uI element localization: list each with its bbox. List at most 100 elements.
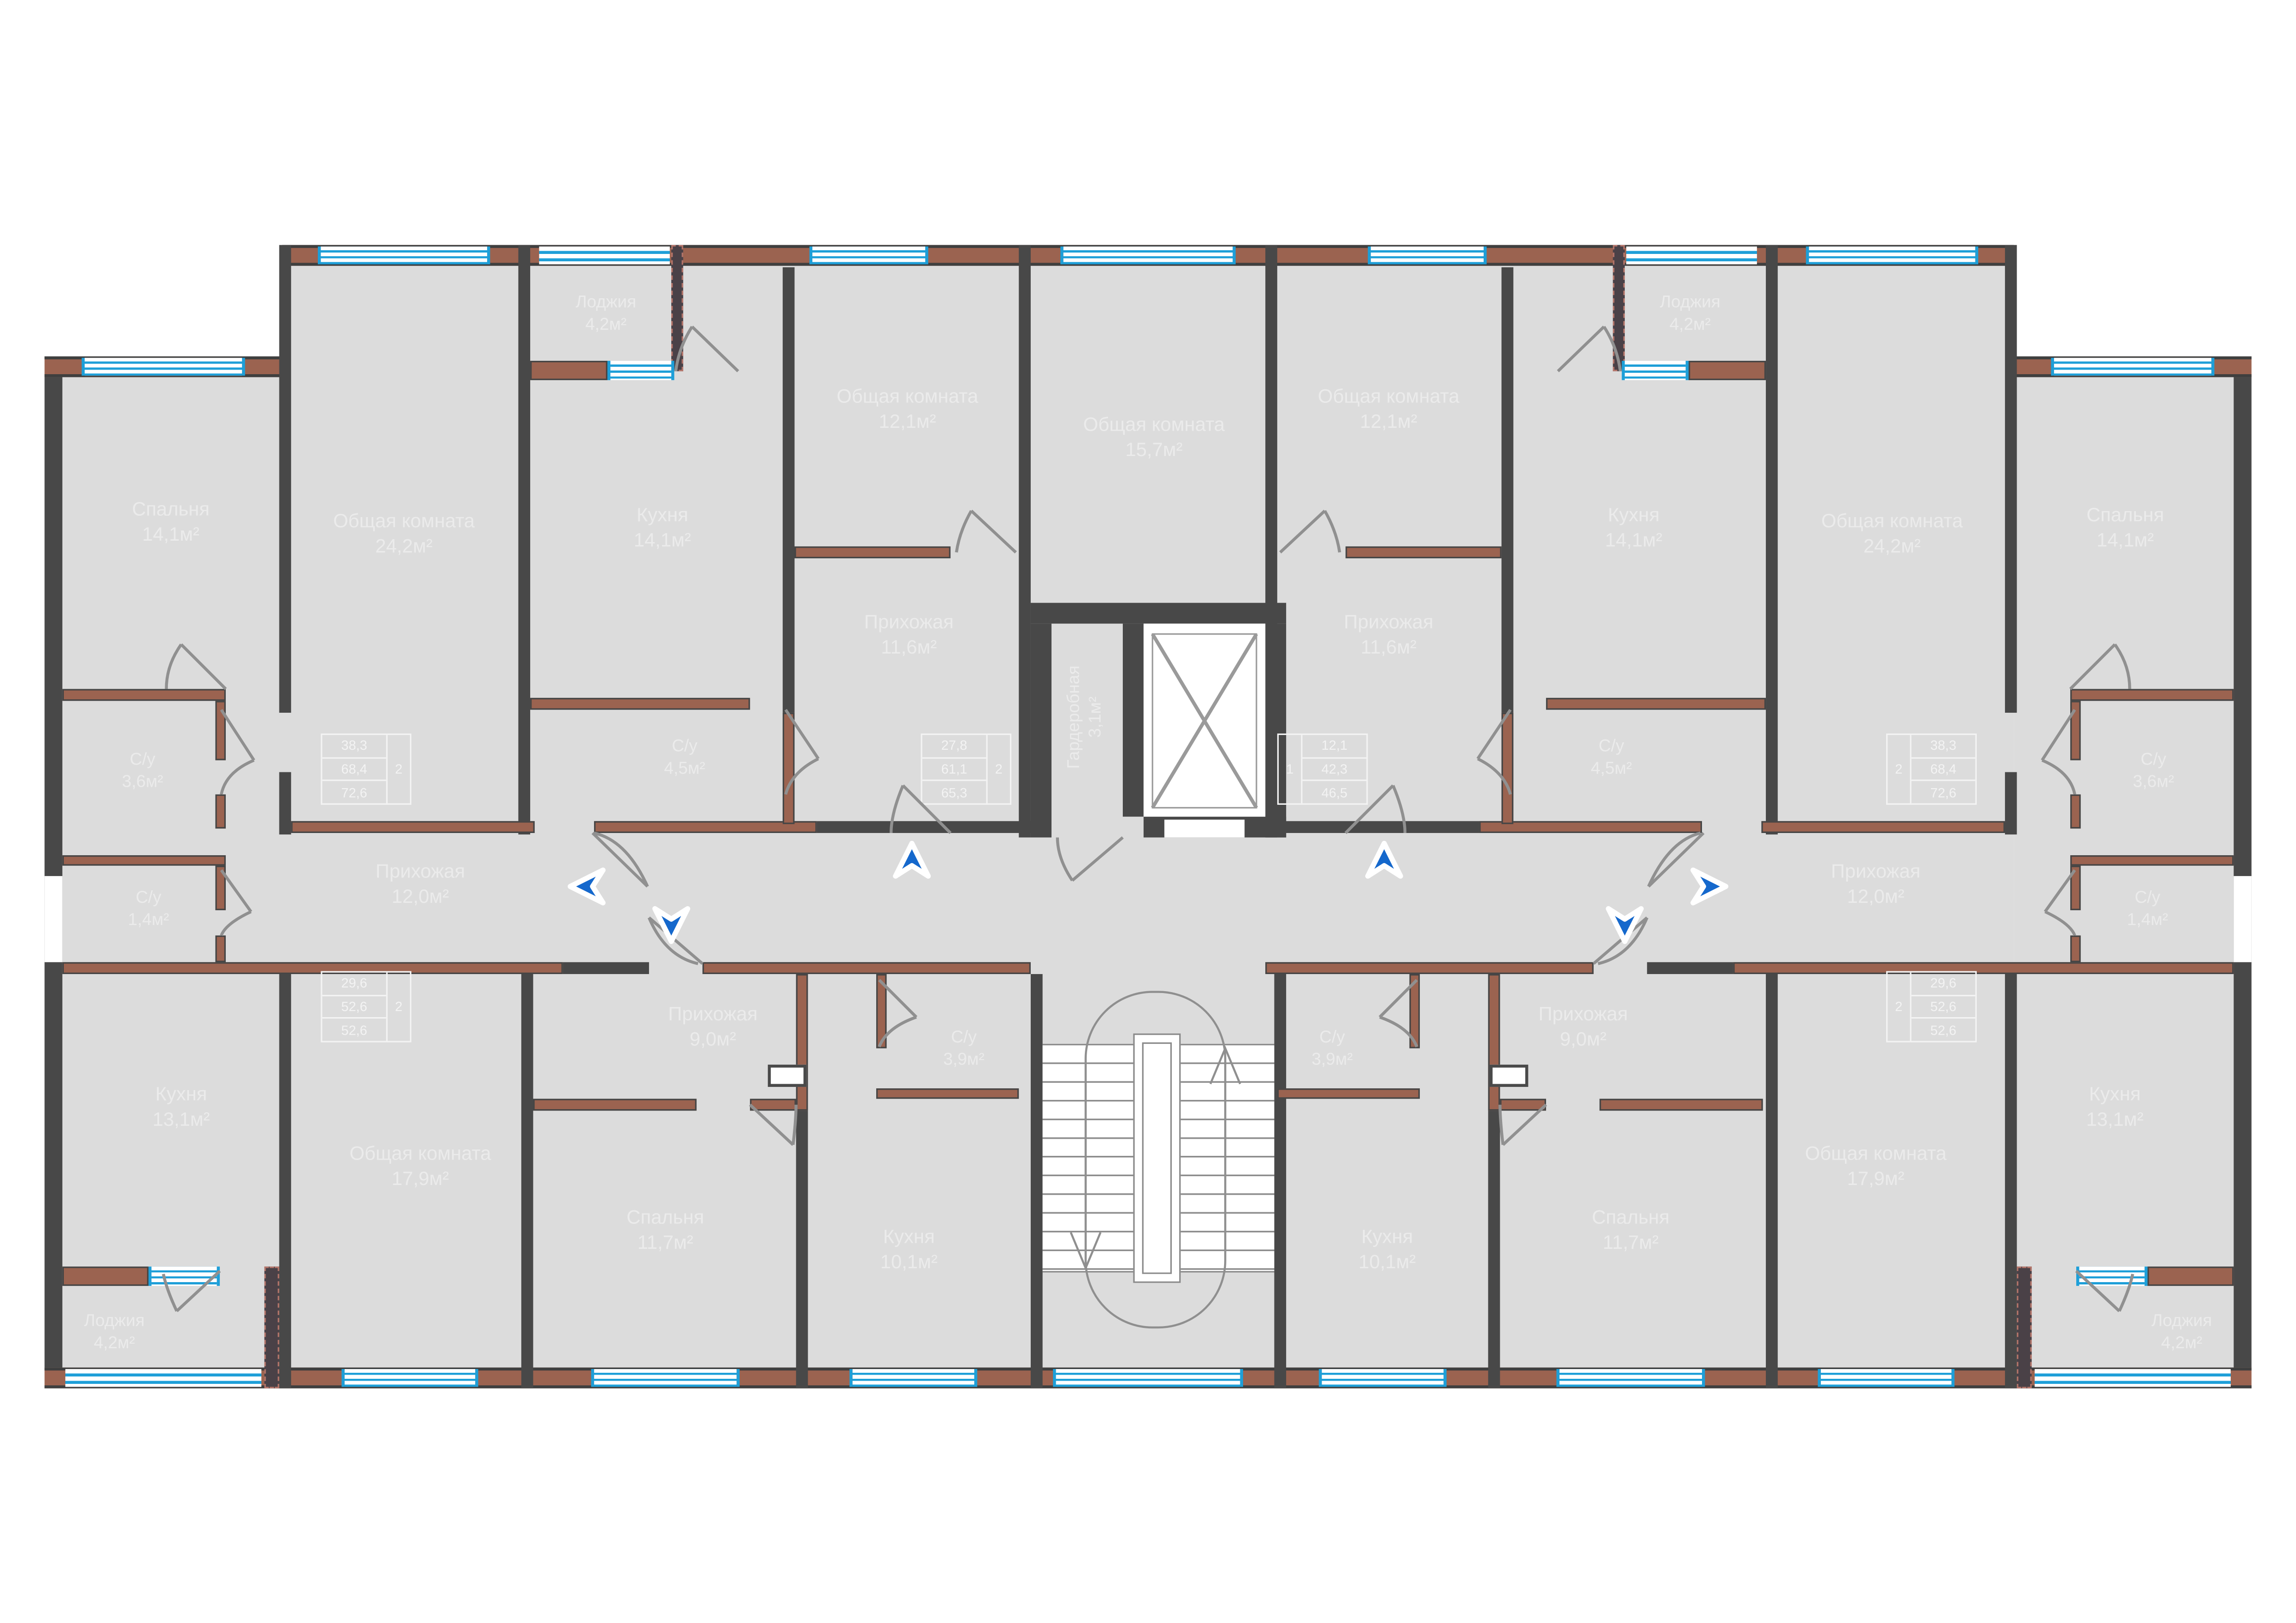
window [1368,246,1487,265]
partition [62,962,563,974]
stairwell-wall [1274,974,1287,1388]
window [1318,1369,1447,1387]
wall [563,962,649,974]
window [2234,876,2252,963]
vent-shaft [767,1064,807,1087]
partition [2070,935,2081,963]
wall [782,267,795,713]
wall [279,974,291,1388]
partition [533,1098,697,1111]
window [2076,1266,2148,1286]
wall [1766,974,1778,1388]
partition [2070,701,2081,760]
partition [1265,962,1594,974]
window [1556,1369,1705,1387]
partition [1345,546,1502,559]
stairwell-wall [1030,974,1043,1388]
window [849,1369,978,1387]
wall [796,1111,808,1388]
wall [1488,1111,1500,1388]
partition [62,689,226,701]
window [1806,246,1979,265]
window [2051,358,2215,376]
wall [279,772,291,835]
partition [1409,974,1420,1049]
wall [518,245,531,835]
partition [215,701,226,760]
window [1060,246,1236,265]
stair-stringer [1133,1033,1181,1283]
partition [702,962,1031,974]
loggia-divider [2017,1266,2032,1388]
window [1818,1369,1955,1387]
elevator-shaft [1143,623,1266,817]
loggia-divider [264,1266,279,1388]
partition [1488,974,1500,1111]
partition [62,855,226,866]
exterior-wall-right [2234,377,2252,1368]
partition [1599,1098,1763,1111]
partition [782,712,795,824]
window [1053,1369,1244,1387]
loggia-parapet [530,361,608,380]
partition [1277,1088,1420,1099]
partition [1500,1098,1546,1111]
partition [530,697,750,710]
loggia-divider [671,245,683,371]
elevator-wall [1265,623,1287,838]
window [809,246,928,265]
elevator-wall [1122,623,1144,817]
loggia-divider [1613,245,1625,371]
window [341,1369,478,1387]
partition [2070,794,2081,829]
partition [1546,697,1766,710]
partition [215,865,226,910]
partition [1501,712,1514,824]
loggia-parapet [2147,1266,2234,1286]
vent-shaft [1489,1064,1529,1087]
loggia-glazing [1626,246,1757,265]
loggia-parapet [1689,361,1766,380]
partition [876,1088,1019,1099]
window [607,361,675,380]
wall [1766,245,1778,835]
partition [2070,865,2081,910]
wall [2005,974,2017,1388]
partition [594,821,817,833]
wall [2005,772,2017,835]
wall [1647,962,1733,974]
window [591,1369,740,1387]
window [149,1266,220,1286]
